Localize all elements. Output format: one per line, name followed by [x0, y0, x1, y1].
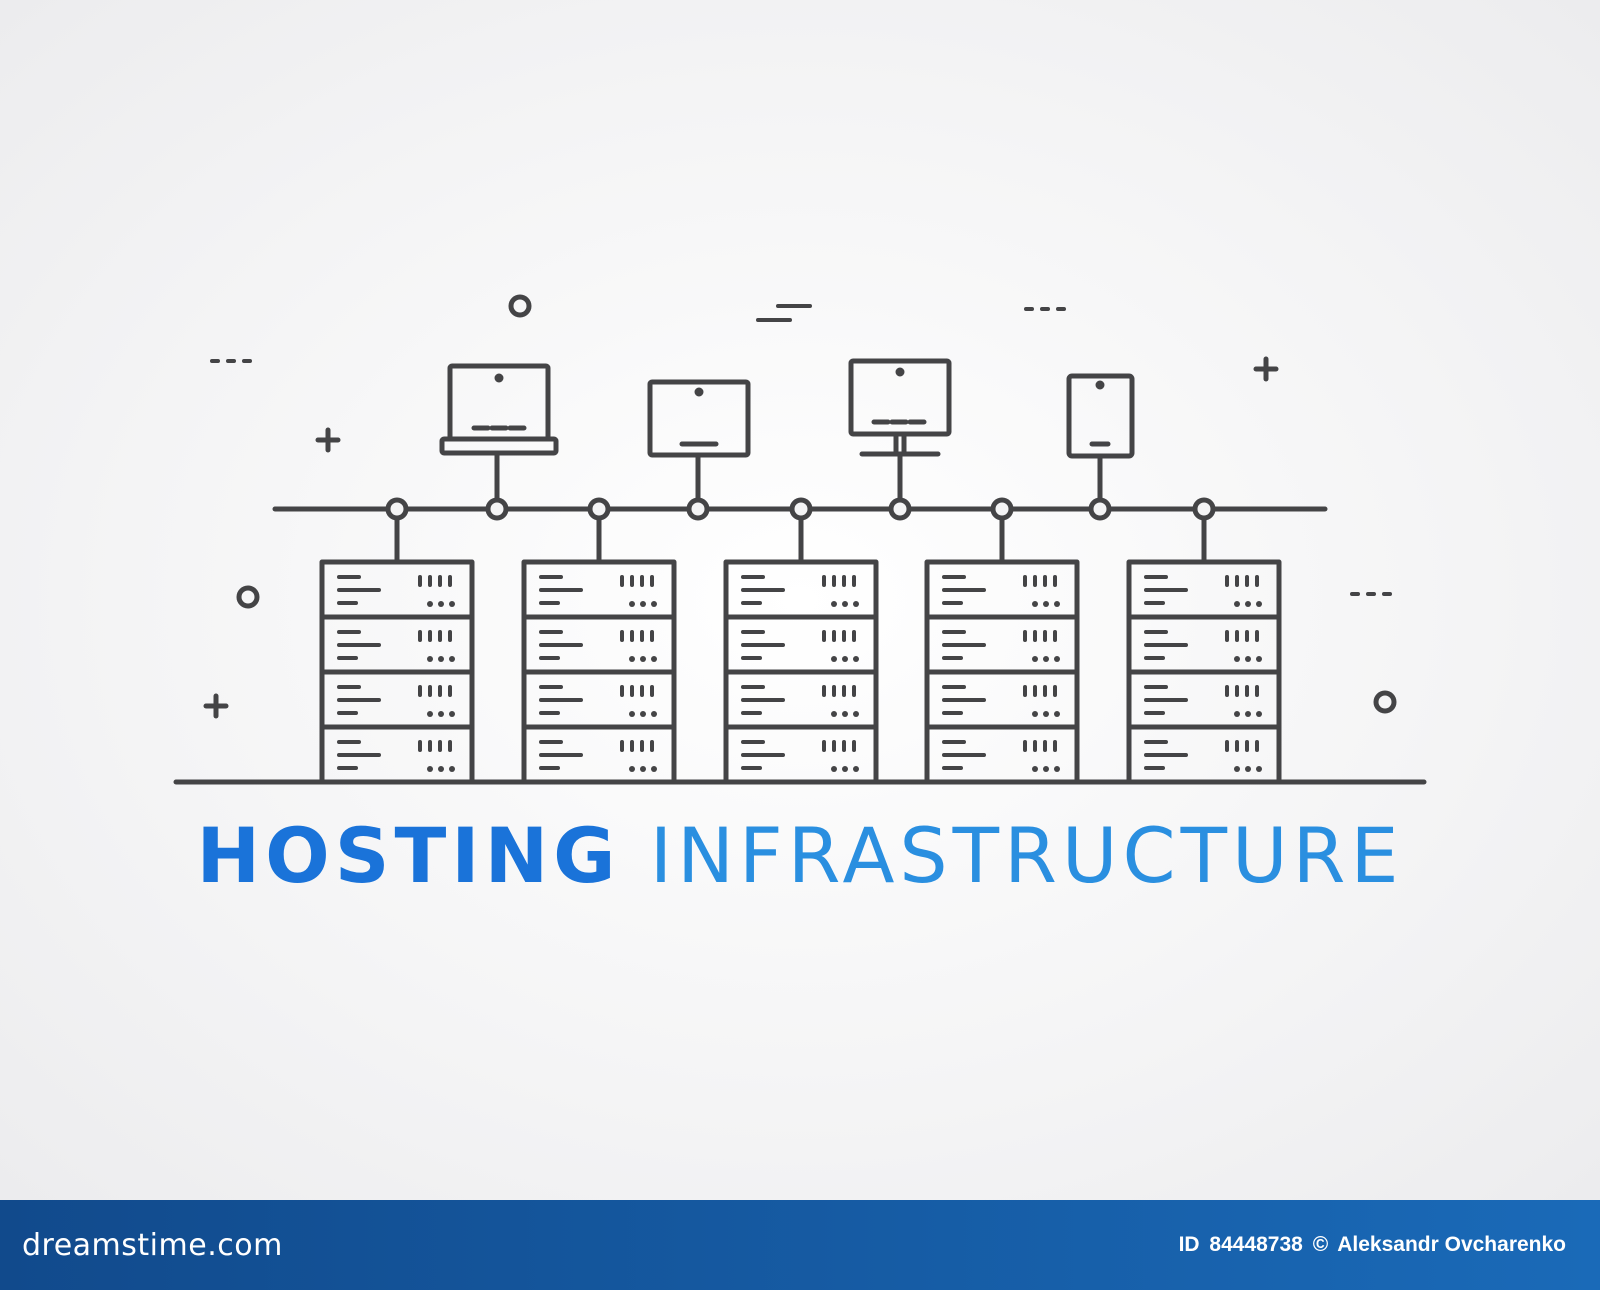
decor-plus-icon — [1253, 356, 1279, 382]
decorative-marks — [203, 294, 1397, 719]
copyright-icon: © — [1312, 1233, 1329, 1256]
server-rack-icon — [521, 497, 677, 785]
headline: HOSTING INFRASTRUCTURE — [0, 818, 1600, 894]
server-rack-icon — [1126, 497, 1282, 785]
hosting-illustration — [173, 294, 1427, 785]
decor-circle — [508, 294, 532, 318]
id-label: ID — [1178, 1233, 1200, 1256]
decor-plus-icon — [315, 427, 341, 453]
decor-dashes — [210, 304, 1392, 596]
server-rack-icon — [723, 497, 879, 785]
monitor-icon — [647, 379, 751, 521]
id-number: 84448738 — [1209, 1233, 1303, 1256]
decor-circle — [236, 585, 260, 609]
headline-word-infrastructure: INFRASTRUCTURE — [649, 811, 1404, 900]
brand-logo-text[interactable]: dreamstime.com — [22, 1227, 283, 1263]
author-name[interactable]: Aleksandr Ovcharenko — [1337, 1233, 1566, 1256]
footer-bar: dreamstime.com ID 84448738 © Aleksandr O… — [0, 1200, 1600, 1290]
tablet-icon — [1066, 373, 1135, 521]
server-rack-icon — [319, 497, 475, 785]
decor-plus-icon — [203, 693, 229, 719]
headline-word-hosting: HOSTING — [196, 811, 621, 900]
illustration-canvas: HOSTING INFRASTRUCTURE — [0, 0, 1600, 1200]
server-rack-icon — [924, 497, 1080, 785]
image-credit: ID 84448738 © Aleksandr Ovcharenko — [1179, 1233, 1570, 1257]
laptop-icon — [439, 363, 559, 521]
desktop-icon — [848, 358, 952, 521]
decor-circle — [1373, 690, 1397, 714]
